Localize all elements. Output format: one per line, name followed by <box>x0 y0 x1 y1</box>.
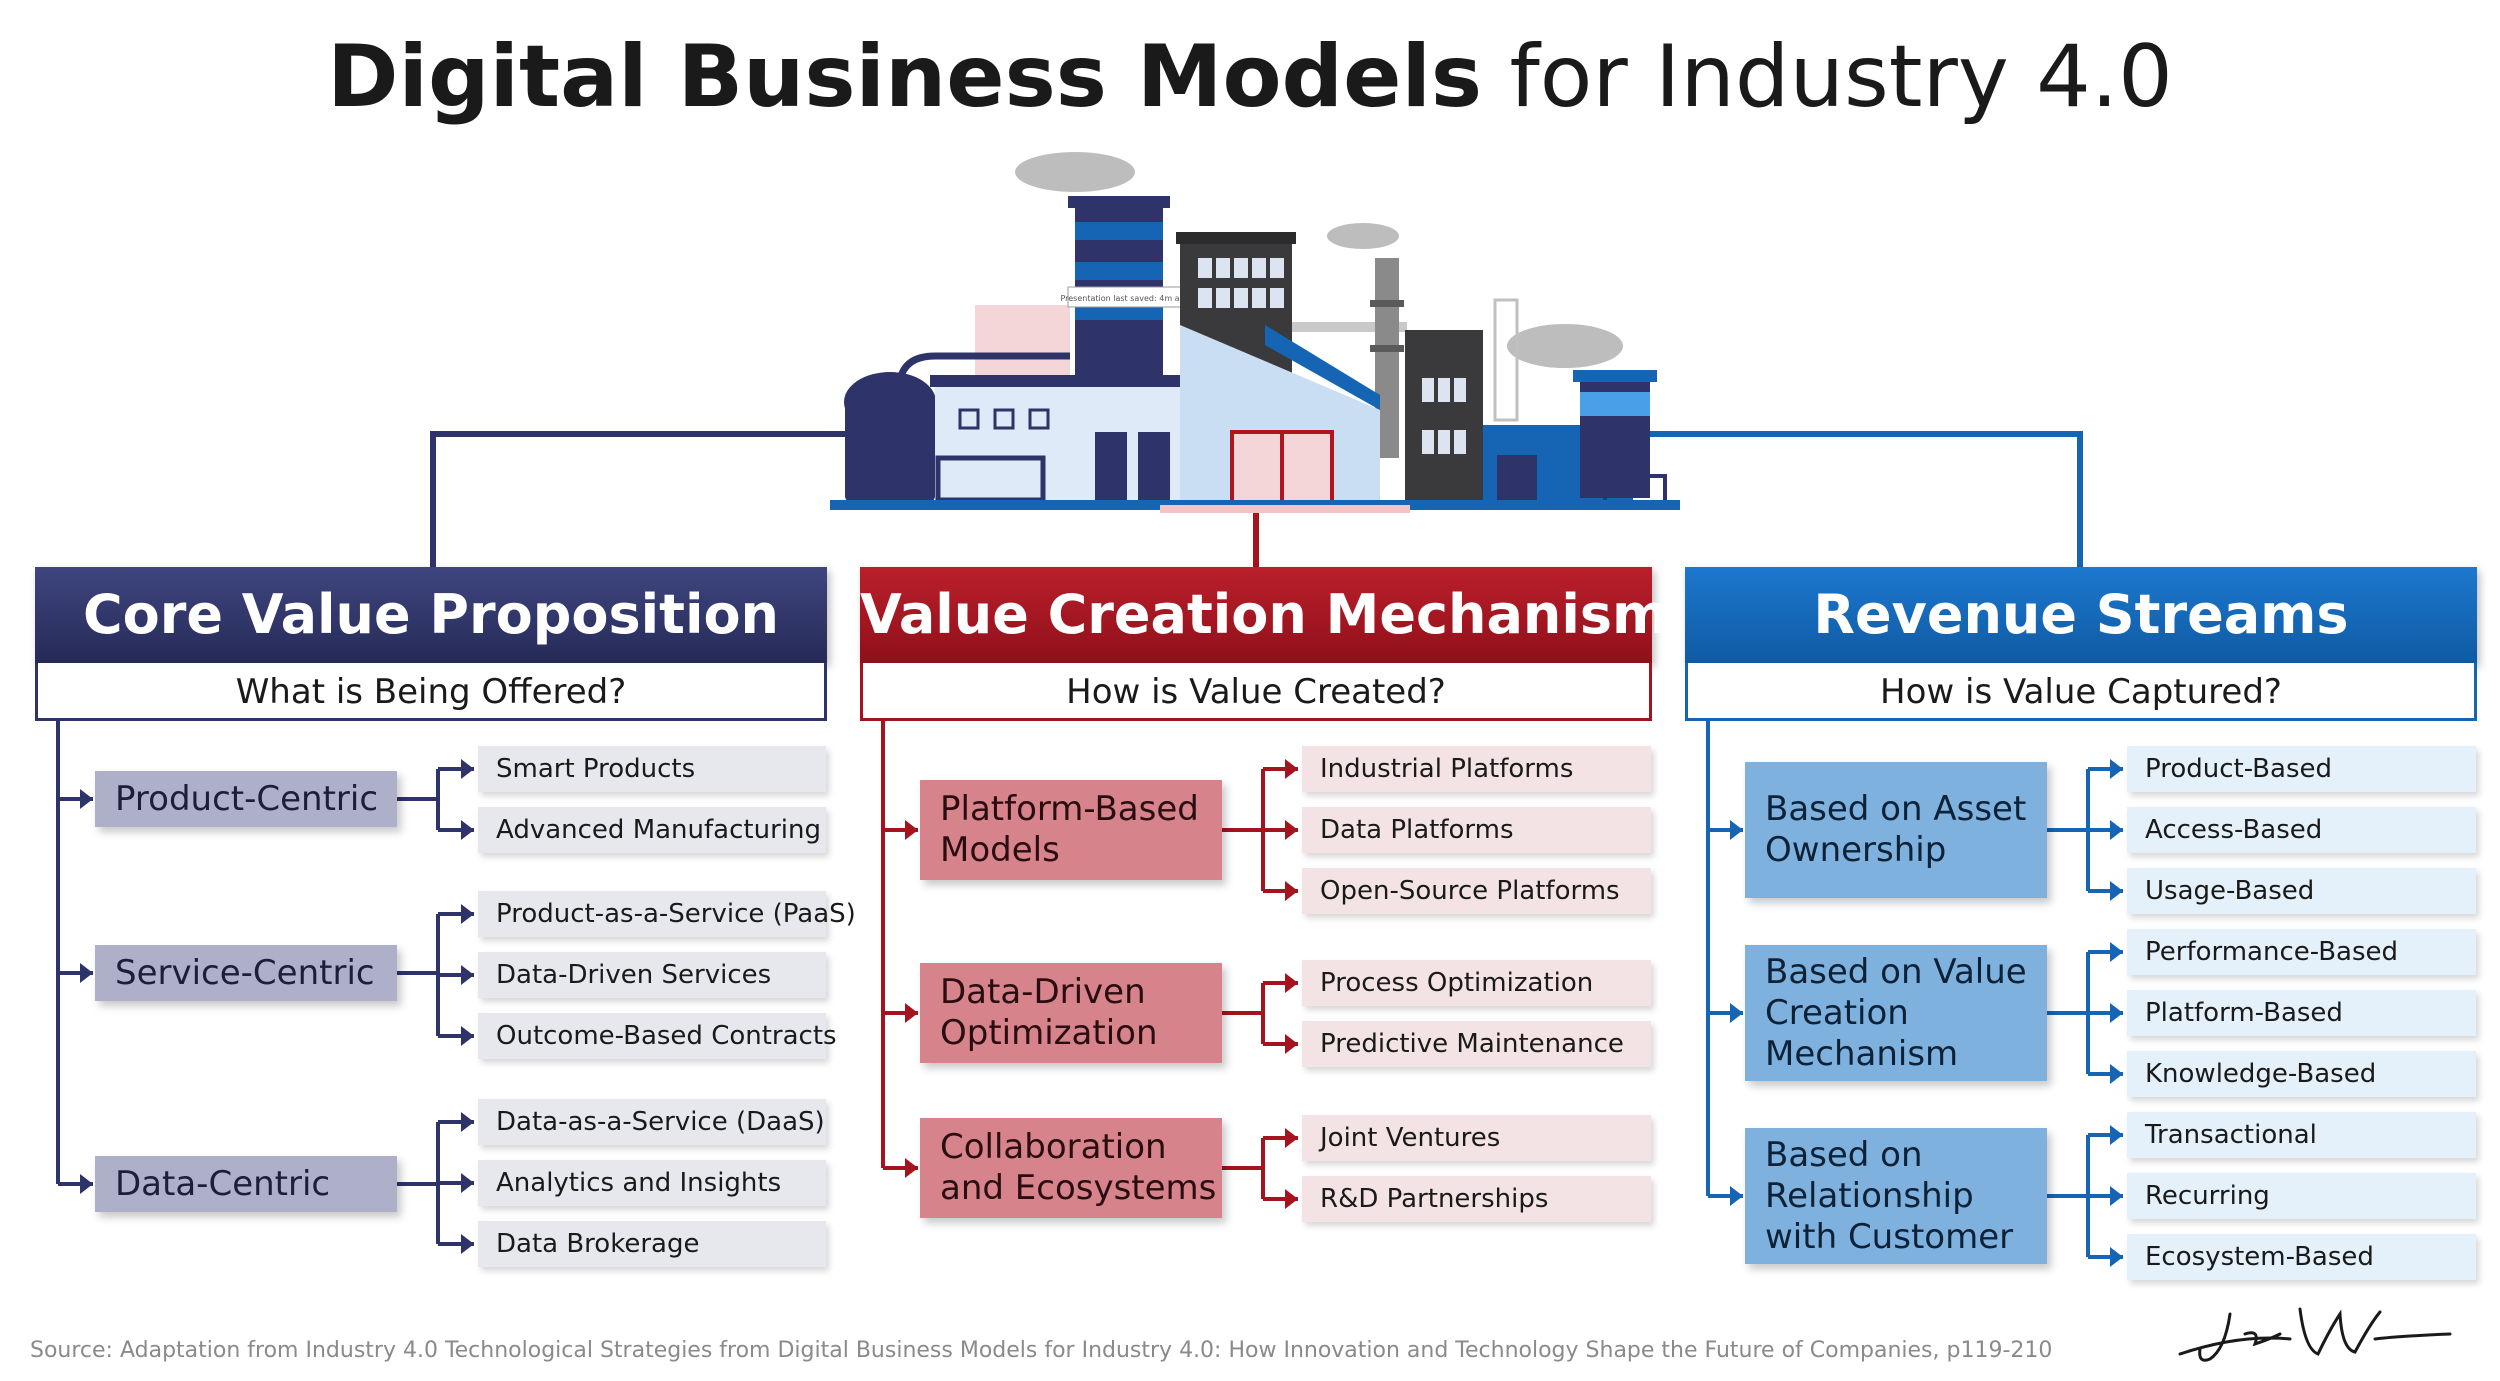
arrow-icon <box>2110 881 2123 901</box>
category-box: Based on Value Creation Mechanism <box>1745 945 2047 1081</box>
category-box: Based on Relationship with Customer <box>1745 1128 2047 1264</box>
category-box: Based on Asset Ownership <box>1745 762 2047 898</box>
leaf-item: Data Platforms <box>1302 807 1651 853</box>
leaf-item: Data-Driven Services <box>478 952 826 998</box>
arrow-icon <box>2110 820 2123 840</box>
leaf-item: Platform-Based <box>2127 990 2476 1036</box>
leaf-item: Process Optimization <box>1302 960 1651 1006</box>
column-subheading: What is Being Offered? <box>35 663 827 721</box>
leaf-item: Advanced Manufacturing <box>478 807 826 853</box>
title-bold: Digital Business Models <box>327 27 1483 127</box>
arrow-icon <box>2110 759 2123 779</box>
factory-note: Presentation last saved: 4m ago <box>1060 294 1189 303</box>
leaf-item: Transactional <box>2127 1112 2476 1158</box>
category-box: Collaboration and Ecosystems <box>920 1118 1222 1218</box>
leaf-item: Outcome-Based Contracts <box>478 1013 837 1059</box>
leaf-item: Ecosystem-Based <box>2127 1234 2476 1280</box>
arrow-icon <box>2110 1247 2123 1267</box>
arrow-icon <box>461 759 474 779</box>
leaf-item: Usage-Based <box>2127 868 2476 914</box>
arrow-icon <box>1285 1189 1298 1209</box>
leaf-item: Data-as-a-Service (DaaS) <box>478 1099 826 1145</box>
page-title: Digital Business Models for Industry 4.0 <box>0 22 2500 132</box>
column-heading: Value Creation Mechanisms <box>860 567 1700 663</box>
column-heading: Revenue Streams <box>1685 567 2477 663</box>
column-subheading: How is Value Captured? <box>1685 663 2477 721</box>
arrow-icon <box>80 789 93 809</box>
arrow-icon <box>80 1174 93 1194</box>
smoke-icon <box>1015 152 1623 368</box>
arrow-icon <box>1285 759 1298 779</box>
category-box: Data-Driven Optimization <box>920 963 1222 1063</box>
arrow-icon <box>1285 973 1298 993</box>
column-subheading: How is Value Created? <box>860 663 1652 721</box>
arrow-icon <box>1285 881 1298 901</box>
category-box: Product-Centric <box>95 771 397 827</box>
leaf-item: Access-Based <box>2127 807 2476 853</box>
title-rest: for Industry 4.0 <box>1482 27 2173 127</box>
arrow-icon <box>1285 1034 1298 1054</box>
factory-connector <box>1640 431 2083 567</box>
arrow-icon <box>1285 820 1298 840</box>
arrow-icon <box>1285 1128 1298 1148</box>
arrow-icon <box>905 1158 918 1178</box>
factory-illustration: Presentation last saved: 4m ago <box>830 152 1680 513</box>
arrow-icon <box>905 820 918 840</box>
arrow-icon <box>461 1234 474 1254</box>
arrow-icon <box>1730 1186 1743 1206</box>
leaf-item: Knowledge-Based <box>2127 1051 2476 1097</box>
arrow-icon <box>1730 820 1743 840</box>
arrow-icon <box>905 1003 918 1023</box>
leaf-item: Product-Based <box>2127 746 2476 792</box>
arrow-icon <box>461 1112 474 1132</box>
arrow-icon <box>2110 942 2123 962</box>
leaf-item: Open-Source Platforms <box>1302 868 1651 914</box>
source-footer: Source: Adaptation from Industry 4.0 Tec… <box>30 1338 2053 1363</box>
arrow-icon <box>1730 1003 1743 1023</box>
leaf-item: Recurring <box>2127 1173 2476 1219</box>
leaf-item: R&D Partnerships <box>1302 1176 1651 1222</box>
arrow-icon <box>2110 1064 2123 1084</box>
leaf-item: Industrial Platforms <box>1302 746 1651 792</box>
category-box: Data-Centric <box>95 1156 397 1212</box>
leaf-item: Product-as-a-Service (PaaS) <box>478 891 856 937</box>
signature <box>2178 1307 2452 1362</box>
leaf-item: Data Brokerage <box>478 1221 826 1267</box>
factory-connector <box>430 431 860 567</box>
arrow-icon <box>2110 1125 2123 1145</box>
arrow-icon <box>461 965 474 985</box>
category-box: Platform-Based Models <box>920 780 1222 880</box>
arrow-icon <box>80 963 93 983</box>
leaf-item: Performance-Based <box>2127 929 2476 975</box>
arrow-icon <box>461 1026 474 1046</box>
leaf-item: Predictive Maintenance <box>1302 1021 1651 1067</box>
arrow-icon <box>2110 1003 2123 1023</box>
category-box: Service-Centric <box>95 945 397 1001</box>
leaf-item: Smart Products <box>478 746 826 792</box>
arrow-icon <box>461 820 474 840</box>
arrow-icon <box>2110 1186 2123 1206</box>
leaf-item: Joint Ventures <box>1302 1115 1651 1161</box>
leaf-item: Analytics and Insights <box>478 1160 826 1206</box>
arrow-icon <box>461 1173 474 1193</box>
arrow-icon <box>461 904 474 924</box>
column-heading: Core Value Proposition <box>35 567 827 663</box>
